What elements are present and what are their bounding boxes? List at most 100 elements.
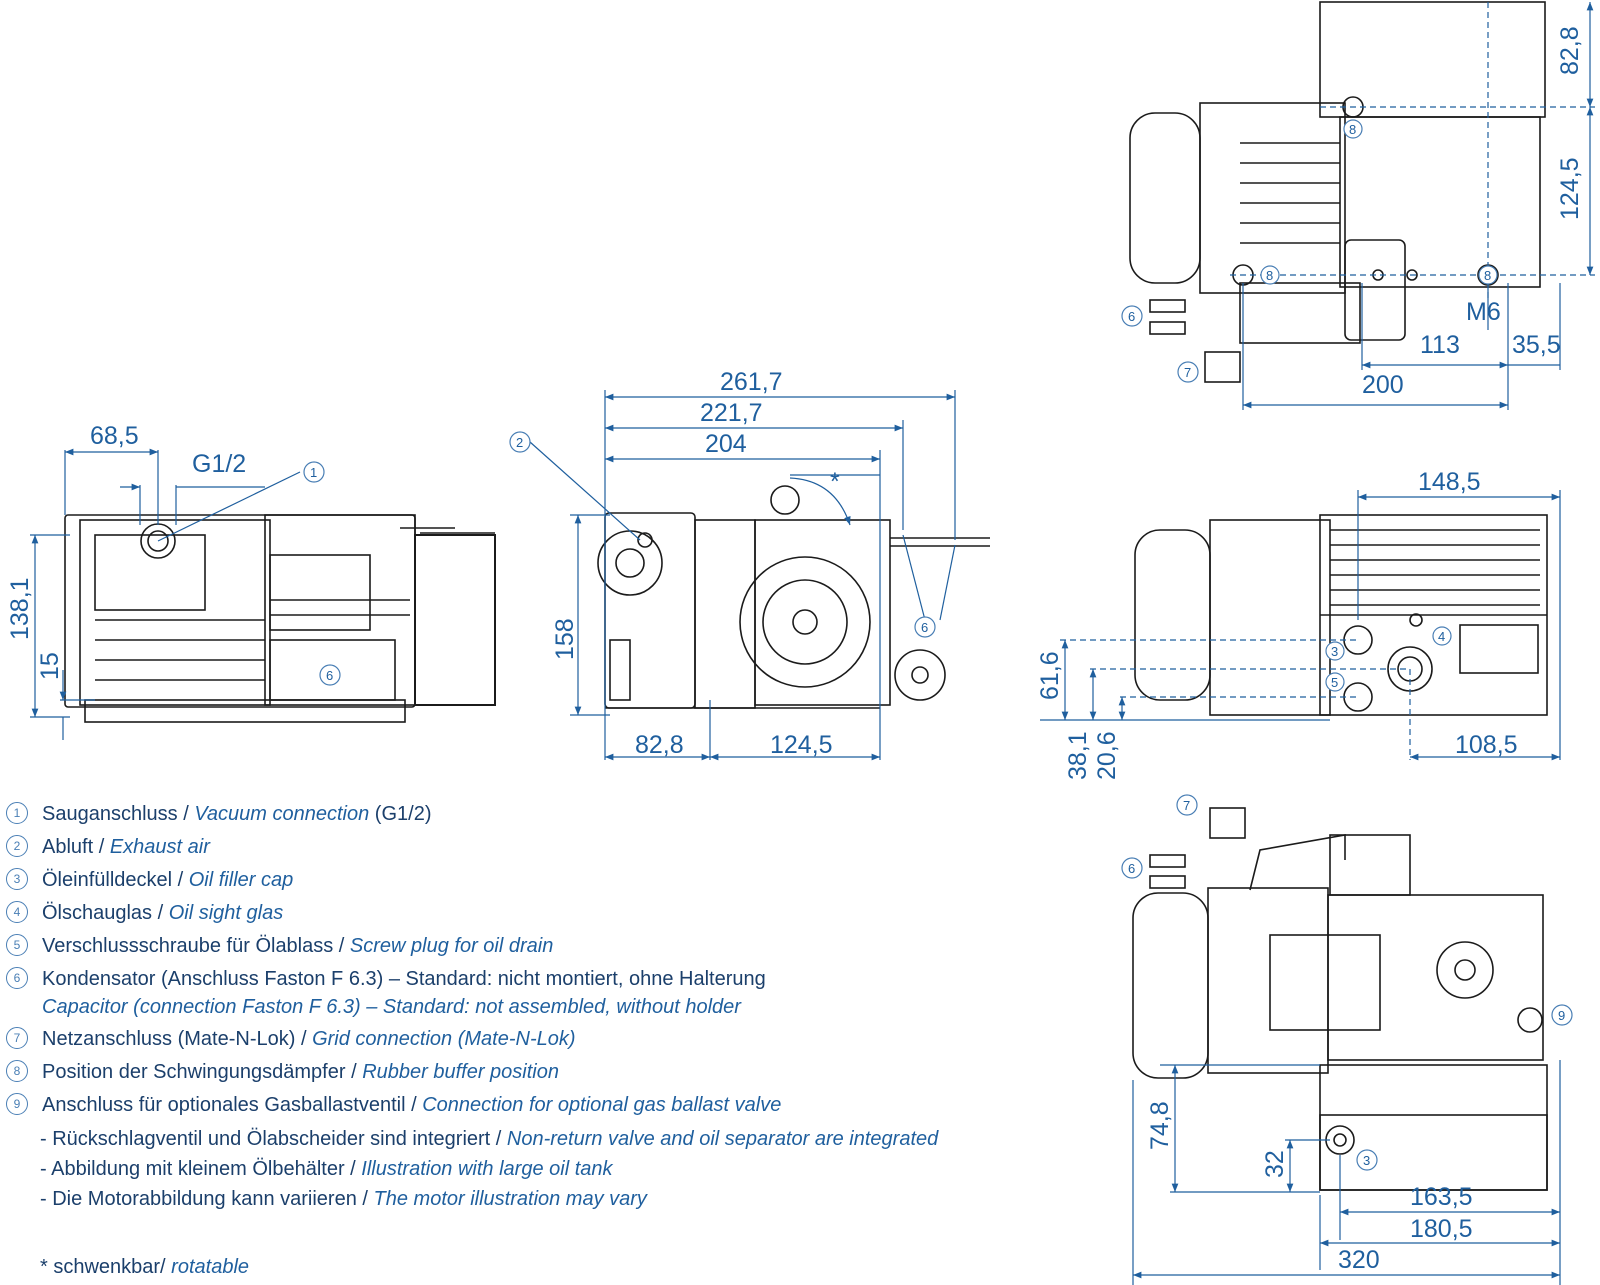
legend-number: 5 <box>6 934 28 956</box>
dim-261-7: 261,7 <box>720 368 783 396</box>
legend-number: 9 <box>6 1093 28 1115</box>
callout-8-top-a: 8 <box>1343 119 1363 139</box>
dim-m6: M6 <box>1466 298 1501 326</box>
legend-de: Netzanschluss (Mate-N-Lok) / <box>42 1028 313 1050</box>
callout-8-top-b: 8 <box>1260 265 1280 285</box>
dim-32: 32 <box>1261 1150 1289 1178</box>
legend-de: Ölschauglas / <box>42 902 169 924</box>
dim-38-1: 38,1 <box>1064 731 1092 780</box>
note-en: The motor illustration may vary <box>373 1188 647 1210</box>
callout-8-top-c: 8 <box>1478 265 1498 285</box>
dim-20-6: 20,6 <box>1093 731 1121 780</box>
svg-text:8: 8 <box>1349 122 1356 137</box>
legend-en: Screw plug for oil drain <box>349 935 554 957</box>
note-de: - Rückschlagventil und Ölabscheider sind… <box>40 1128 507 1150</box>
dim-113: 113 <box>1420 331 1460 359</box>
top-view-dimension-lines <box>1242 2 1594 410</box>
note-3: - Die Motorabbildung kann variieren / Th… <box>6 1184 1046 1214</box>
svg-text:6: 6 <box>326 668 333 683</box>
dim-320: 320 <box>1338 1246 1380 1274</box>
callout-4-rear: 4 <box>1432 626 1452 646</box>
legend-item-3: 3 Öleinfülldeckel / Oil filler cap <box>6 866 1046 899</box>
dim-74-8: 74,8 <box>1146 1101 1174 1150</box>
dim-82-8-side: 82,8 <box>635 731 684 759</box>
side-view <box>597 485 990 709</box>
svg-text:7: 7 <box>1184 365 1191 380</box>
svg-text:6: 6 <box>1128 309 1135 324</box>
dim-200: 200 <box>1362 371 1404 399</box>
legend: 1 Sauganschluss / Vacuum connection (G1/… <box>6 800 1046 1214</box>
dim-68-5: 68,5 <box>90 422 139 450</box>
svg-text:6: 6 <box>921 620 928 635</box>
legend-de: Anschluss für optionales Gasballastventi… <box>42 1094 423 1116</box>
legend-number: 7 <box>6 1027 28 1049</box>
note-en: Illustration with large oil tank <box>361 1158 613 1180</box>
svg-text:2: 2 <box>516 435 523 450</box>
callout-7-bottom: 7 <box>1176 794 1198 816</box>
legend-en: Capacitor (connection Faston F 6.3) – St… <box>42 996 741 1018</box>
dim-163-5: 163,5 <box>1410 1183 1473 1211</box>
dim-61-6: 61,6 <box>1036 651 1064 700</box>
legend-en: Oil filler cap <box>188 869 294 891</box>
legend-number: 1 <box>6 802 28 824</box>
legend-number: 8 <box>6 1060 28 1082</box>
legend-item-5: 5 Verschlussschraube für Ölablass / Scre… <box>6 932 1046 965</box>
note-de: - Die Motorabbildung kann variieren / <box>40 1188 374 1210</box>
svg-text:3: 3 <box>1363 1153 1370 1168</box>
legend-en: Oil sight glas <box>168 902 284 924</box>
legend-item-9: 9 Anschluss für optionales Gasballastven… <box>6 1091 1046 1124</box>
note-1: - Rückschlagventil und Ölabscheider sind… <box>6 1124 1046 1154</box>
dim-82-8-top: 82,8 <box>1556 26 1584 75</box>
dim-138-1: 138,1 <box>6 577 34 640</box>
callout-3-bottom: 3 <box>1356 1149 1378 1171</box>
callout-7-top: 7 <box>1177 361 1199 383</box>
front-view <box>64 514 496 723</box>
dim-221-7: 221,7 <box>700 399 763 427</box>
svg-text:6: 6 <box>1128 861 1135 876</box>
rear-view-dimension-lines <box>1040 490 1561 761</box>
legend-item-4: 4 Ölschauglas / Oil sight glas <box>6 899 1046 932</box>
legend-de: Öleinfülldeckel / <box>42 869 189 891</box>
side-view-dimensions <box>529 390 956 761</box>
legend-de: Abluft / <box>42 836 110 858</box>
dim-204: 204 <box>705 430 747 458</box>
callout-1-front: 1 <box>303 461 325 483</box>
legend-item-2: 2 Abluft / Exhaust air <box>6 833 1046 866</box>
top-view-dimensions <box>1230 2 1595 300</box>
legend-item-6: 6 Kondensator (Anschluss Faston F 6.3) –… <box>6 965 1046 1025</box>
legend-number: 3 <box>6 868 28 890</box>
note-en: Non-return valve and oil separator are i… <box>506 1128 939 1150</box>
legend-item-7: 7 Netzanschluss (Mate-N-Lok) / Grid conn… <box>6 1025 1046 1058</box>
dim-124-5-top: 124,5 <box>1556 157 1584 220</box>
dim-158: 158 <box>551 618 579 660</box>
footnote-de: * schwenkbar/ <box>40 1256 172 1278</box>
legend-en: Grid connection (Mate-N-Lok) <box>312 1028 576 1050</box>
callout-6-side: 6 <box>914 616 936 638</box>
legend-de-suffix: (G1/2) <box>369 803 432 825</box>
front-view-dimensions <box>30 448 301 740</box>
dim-180-5: 180,5 <box>1410 1215 1473 1243</box>
legend-number: 2 <box>6 835 28 857</box>
callout-9-bottom: 9 <box>1551 1004 1573 1026</box>
legend-de: Position der Schwingungsdämpfer / <box>42 1061 363 1083</box>
bottom-view-dimension-lines <box>1132 1060 1561 1285</box>
legend-en: Vacuum connection <box>194 803 370 825</box>
dim-15: 15 <box>36 652 64 680</box>
svg-text:8: 8 <box>1484 268 1491 283</box>
svg-text:9: 9 <box>1558 1008 1565 1023</box>
svg-text:3: 3 <box>1331 644 1338 659</box>
dim-g12: G1/2 <box>192 450 246 478</box>
svg-text:1: 1 <box>310 465 317 480</box>
svg-text:4: 4 <box>1438 629 1445 644</box>
legend-en: Connection for optional gas ballast valv… <box>422 1094 782 1116</box>
callout-5-rear: 5 <box>1325 672 1345 692</box>
callout-2-side: 2 <box>509 431 531 453</box>
callout-6-front: 6 <box>319 664 341 686</box>
dim-35-5: 35,5 <box>1512 331 1561 359</box>
legend-item-8: 8 Position der Schwingungsdämpfer / Rubb… <box>6 1058 1046 1091</box>
note-2: - Abbildung mit kleinem Ölbehälter / Ill… <box>6 1154 1046 1184</box>
dim-148-5: 148,5 <box>1418 468 1481 496</box>
svg-text:7: 7 <box>1183 798 1190 813</box>
svg-text:5: 5 <box>1331 675 1338 690</box>
